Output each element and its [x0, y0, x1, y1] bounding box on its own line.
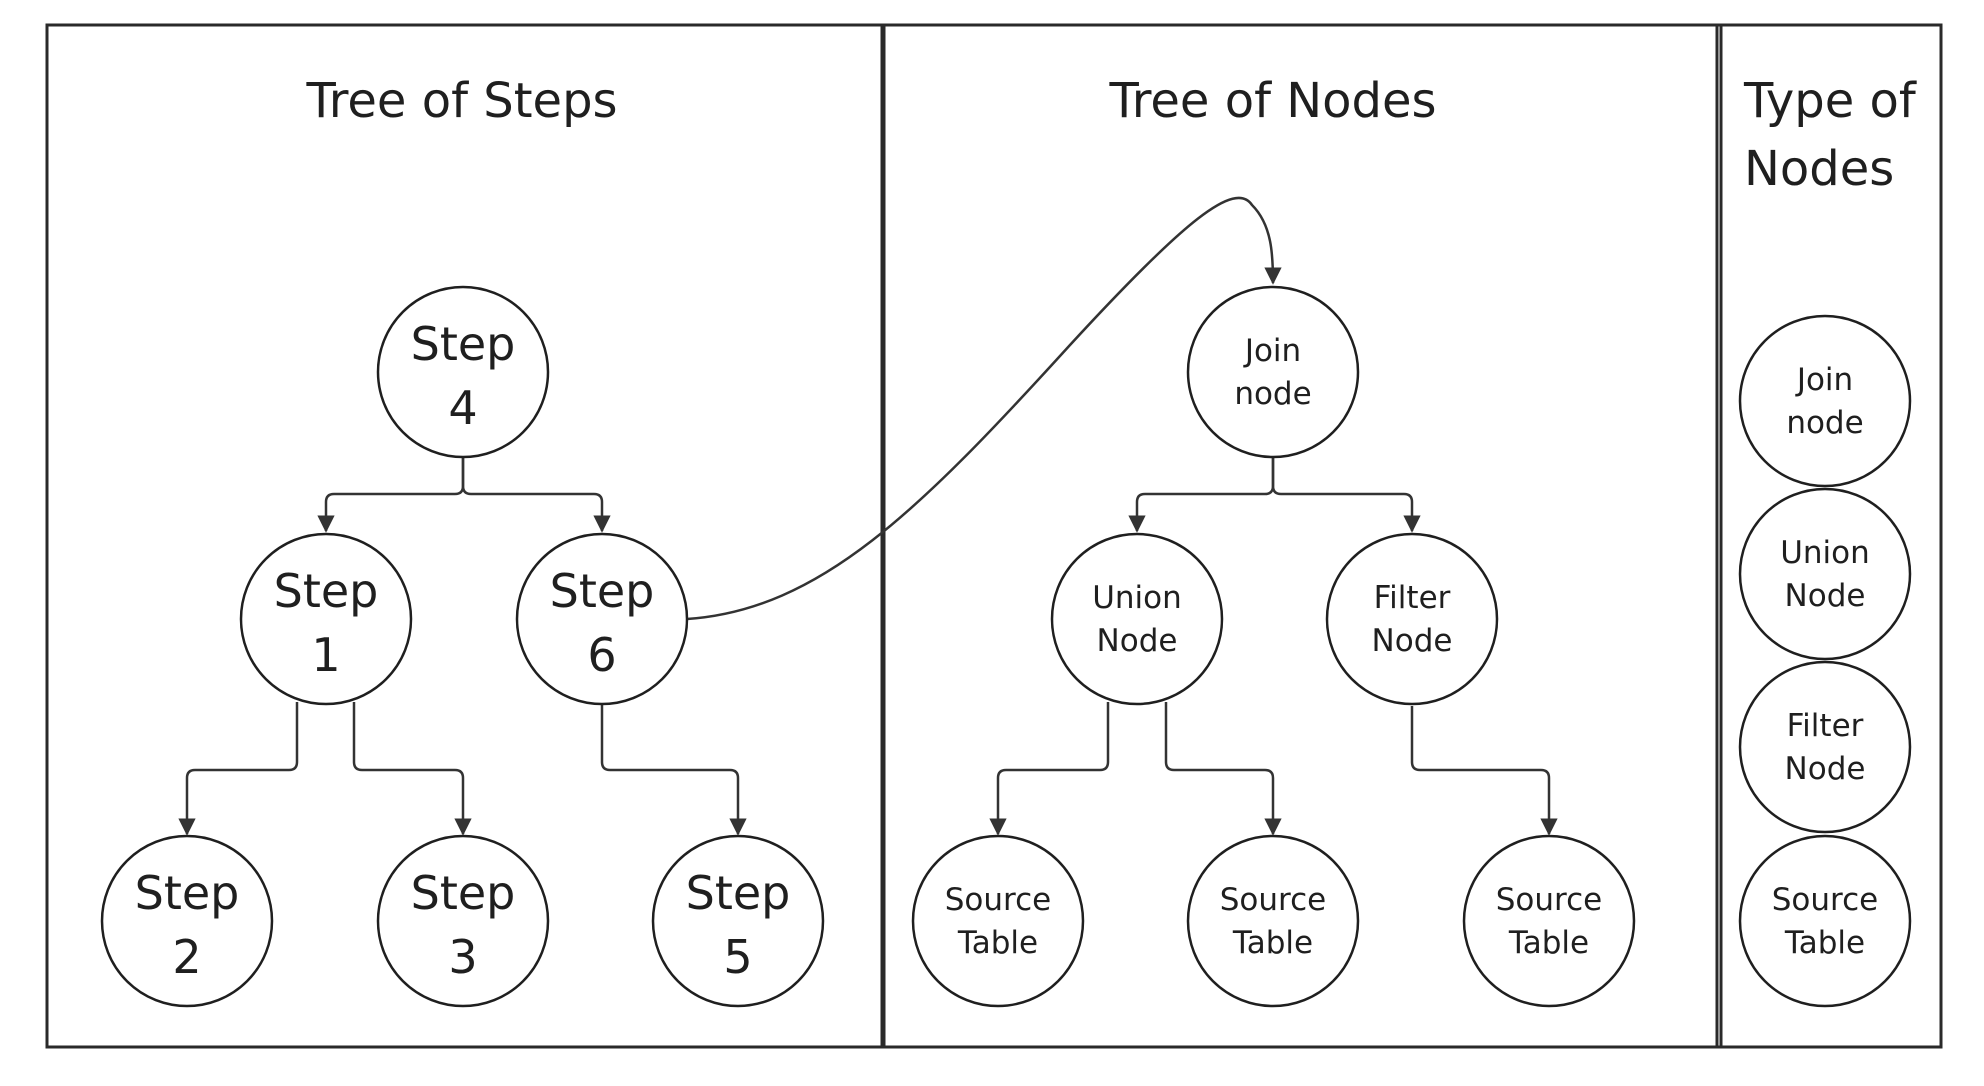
edge-union-source-a	[989, 702, 1110, 836]
step2-label-line1: Step	[135, 866, 240, 920]
legend-union-node: Union Node	[1738, 487, 1912, 661]
node-step-6[interactable]: Step 6	[515, 532, 689, 706]
step6-label-line2: 6	[587, 628, 616, 682]
legend-filter-node: Filter Node	[1738, 660, 1912, 834]
legend-filter-line1: Filter	[1787, 708, 1864, 744]
edge-step6-join-node	[686, 196, 1282, 621]
edge-join-union	[1128, 458, 1275, 533]
source-b-label-line2: Table	[1232, 925, 1313, 961]
step3-label-line1: Step	[411, 866, 516, 920]
source-b-label-line1: Source	[1220, 882, 1326, 918]
edge-step1-step3	[352, 702, 472, 836]
join-label-line1: Join	[1243, 333, 1301, 369]
legend-join-node: Join node	[1738, 314, 1912, 488]
node-step-1[interactable]: Step 1	[239, 532, 413, 706]
node-step-2[interactable]: Step 2	[100, 834, 274, 1008]
step2-label-line2: 2	[172, 930, 201, 984]
filter-label-line1: Filter	[1374, 580, 1451, 616]
legend-source-line1: Source	[1772, 882, 1878, 918]
edge-step6-step5	[600, 702, 747, 836]
source-c-label-line1: Source	[1496, 882, 1602, 918]
union-label-line2: Node	[1097, 623, 1178, 659]
edge-step4-step6	[461, 458, 611, 533]
step1-label-line1: Step	[274, 564, 379, 618]
panel-title-types-line1: Type of	[1743, 73, 1917, 129]
source-c-label-line2: Table	[1508, 925, 1589, 961]
panel-title-steps: Tree of Steps	[305, 73, 617, 129]
legend-join-line1: Join	[1795, 362, 1853, 398]
legend-source-line2: Table	[1784, 925, 1865, 961]
panel-title-types-line2: Nodes	[1744, 141, 1894, 197]
node-union[interactable]: Union Node	[1050, 532, 1224, 706]
join-label-line2: node	[1234, 376, 1311, 412]
step5-label-line1: Step	[686, 866, 791, 920]
step4-label-line2: 4	[448, 381, 477, 435]
source-a-label-line1: Source	[945, 882, 1051, 918]
step6-label-line1: Step	[550, 564, 655, 618]
edge-join-filter	[1271, 458, 1421, 533]
union-label-line1: Union	[1092, 580, 1182, 616]
step4-label-line1: Step	[411, 317, 516, 371]
step3-label-line2: 3	[448, 930, 477, 984]
legend-union-line1: Union	[1780, 535, 1870, 571]
node-source-table-c[interactable]: Source Table	[1462, 834, 1636, 1008]
legend-source-table: Source Table	[1738, 834, 1912, 1008]
filter-label-line2: Node	[1372, 623, 1453, 659]
edge-step4-step1	[317, 458, 465, 533]
node-join[interactable]: Join node	[1186, 285, 1360, 459]
source-a-label-line2: Table	[957, 925, 1038, 961]
panel-title-nodes: Tree of Nodes	[1108, 73, 1436, 129]
node-step-4[interactable]: Step 4	[376, 285, 550, 459]
node-step-5[interactable]: Step 5	[651, 834, 825, 1008]
legend-join-line2: node	[1786, 405, 1863, 441]
legend-filter-line2: Node	[1785, 751, 1866, 787]
edge-step1-step2	[178, 702, 299, 836]
step1-label-line2: 1	[311, 628, 340, 682]
node-source-table-b[interactable]: Source Table	[1186, 834, 1360, 1008]
edge-union-source-b	[1164, 702, 1282, 836]
node-step-3[interactable]: Step 3	[376, 834, 550, 1008]
edge-filter-source-c	[1410, 706, 1558, 836]
step5-label-line2: 5	[723, 930, 752, 984]
panel-types-frame	[1715, 23, 1943, 1049]
node-source-table-a[interactable]: Source Table	[911, 834, 1085, 1008]
legend-union-line2: Node	[1785, 578, 1866, 614]
node-filter[interactable]: Filter Node	[1325, 532, 1499, 706]
